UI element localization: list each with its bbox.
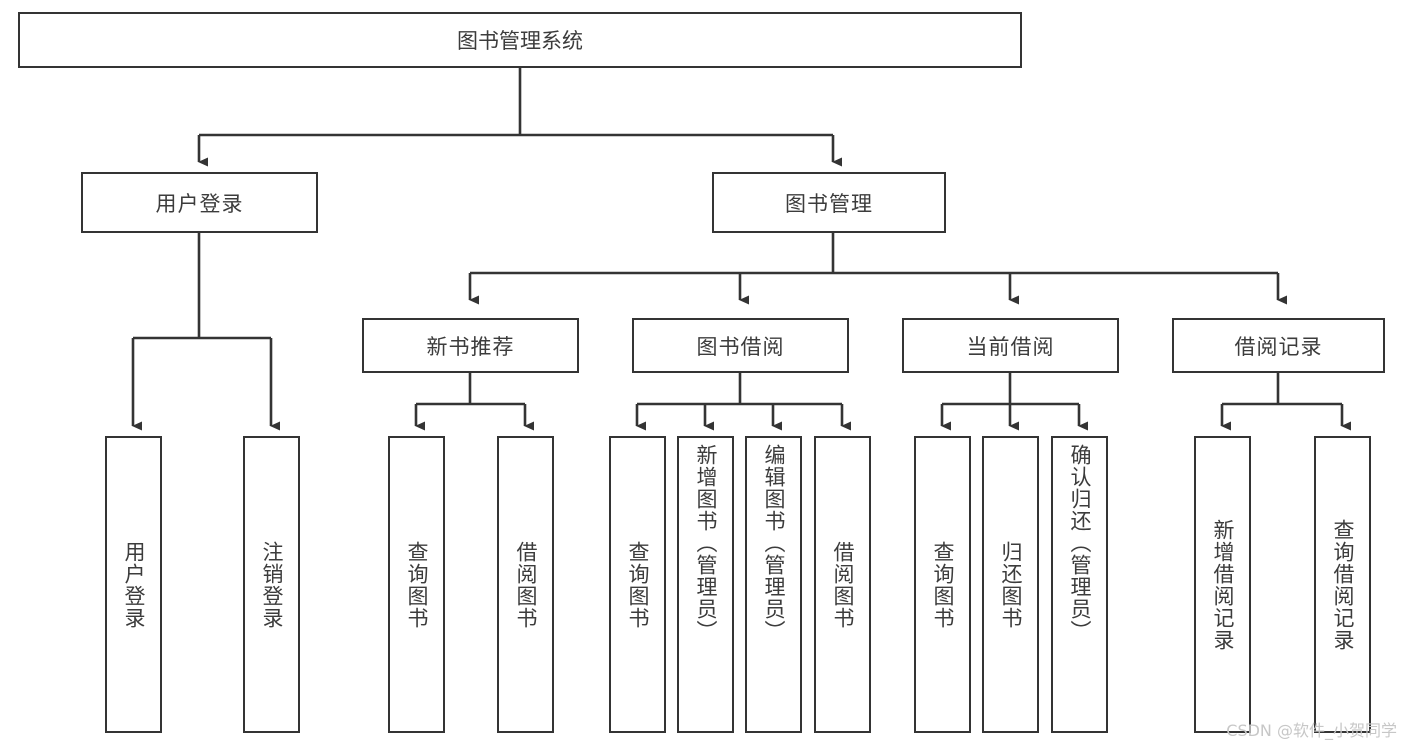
leaf-label: 借阅图书 bbox=[513, 540, 538, 629]
node-book-borrow[interactable]: 图书借阅 bbox=[632, 318, 849, 373]
leaf-label: 新增图书（管理员） bbox=[693, 444, 718, 642]
node-new-book-recommend-label: 新书推荐 bbox=[426, 334, 515, 359]
leaf-label: 查询图书 bbox=[930, 540, 955, 629]
node-root-system-label: 图书管理系统 bbox=[457, 29, 583, 53]
leaf-label: 确认归还（管理员） bbox=[1067, 444, 1092, 642]
leaf-label: 新增借阅记录 bbox=[1210, 518, 1235, 651]
node-user-login-label: 用户登录 bbox=[155, 191, 244, 216]
node-book-borrow-label: 图书借阅 bbox=[696, 334, 785, 359]
node-borrow-record[interactable]: 借阅记录 bbox=[1172, 318, 1385, 373]
node-root-system[interactable]: 图书管理系统 bbox=[18, 12, 1022, 68]
leaf-new-book-query[interactable]: 查询图书 bbox=[388, 436, 445, 733]
leaf-label: 查询图书 bbox=[404, 540, 429, 629]
leaf-borrow-edit-book[interactable]: 编辑图书（管理员） bbox=[745, 436, 802, 733]
leaf-label: 查询借阅记录 bbox=[1330, 518, 1355, 651]
leaf-record-query[interactable]: 查询借阅记录 bbox=[1314, 436, 1371, 733]
node-borrow-record-label: 借阅记录 bbox=[1234, 334, 1323, 359]
node-book-management[interactable]: 图书管理 bbox=[712, 172, 946, 233]
node-current-borrow[interactable]: 当前借阅 bbox=[902, 318, 1119, 373]
node-current-borrow-label: 当前借阅 bbox=[966, 334, 1055, 359]
node-book-management-label: 图书管理 bbox=[785, 191, 873, 216]
leaf-borrow-add-book[interactable]: 新增图书（管理员） bbox=[677, 436, 734, 733]
leaf-borrow-query-book[interactable]: 查询图书 bbox=[609, 436, 666, 733]
node-new-book-recommend[interactable]: 新书推荐 bbox=[362, 318, 579, 373]
leaf-borrow-borrow-book[interactable]: 借阅图书 bbox=[814, 436, 871, 733]
leaf-current-return-book[interactable]: 归还图书 bbox=[982, 436, 1039, 733]
leaf-label: 用户登录 bbox=[121, 540, 146, 629]
leaf-user-login-signout[interactable]: 注销登录 bbox=[243, 436, 300, 733]
leaf-record-add[interactable]: 新增借阅记录 bbox=[1194, 436, 1251, 733]
leaf-label: 归还图书 bbox=[998, 540, 1023, 629]
node-user-login[interactable]: 用户登录 bbox=[81, 172, 318, 233]
csdn-watermark: CSDN @软件_小贺同学 bbox=[1226, 721, 1397, 740]
leaf-label: 编辑图书（管理员） bbox=[761, 444, 786, 642]
leaf-current-confirm-return[interactable]: 确认归还（管理员） bbox=[1051, 436, 1108, 733]
leaf-current-query-book[interactable]: 查询图书 bbox=[914, 436, 971, 733]
leaf-label: 借阅图书 bbox=[830, 540, 855, 629]
leaf-new-book-borrow[interactable]: 借阅图书 bbox=[497, 436, 554, 733]
leaf-label: 查询图书 bbox=[625, 540, 650, 629]
leaf-label: 注销登录 bbox=[259, 540, 284, 629]
leaf-user-login-signin[interactable]: 用户登录 bbox=[105, 436, 162, 733]
